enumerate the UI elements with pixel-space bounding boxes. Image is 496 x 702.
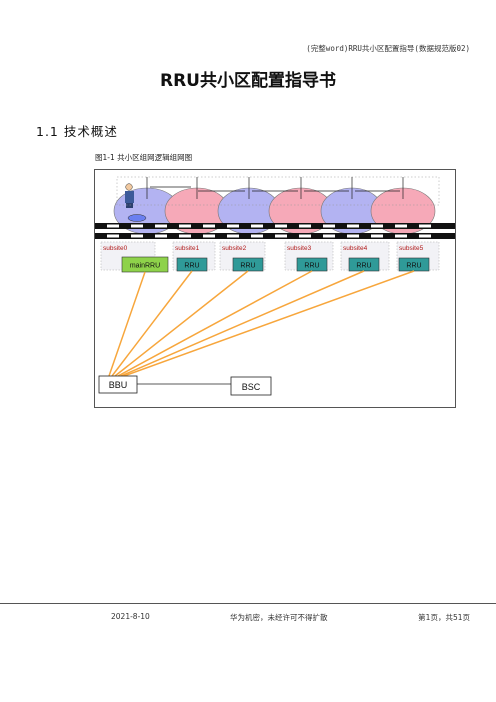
rru-label-5: RRU — [406, 263, 421, 270]
document-title: RRU共小区配置指导书 — [160, 71, 336, 91]
footer-date: 2021-8-10 — [111, 612, 150, 621]
rru-label-4: RRU — [356, 263, 371, 270]
bbu-box — [98, 375, 138, 394]
rru-label-2: RRU — [240, 263, 255, 270]
footer-page-number: 第1页，共51页 — [418, 613, 470, 622]
running-header: (完整word)RRU共小区配置指导(数据规范版02) — [306, 44, 470, 53]
subsite-label-4: subsite4 — [343, 245, 368, 252]
subsite-label-5: subsite5 — [399, 245, 424, 252]
section-heading: 1.1 技术概述 — [36, 124, 118, 139]
rru-label-3: RRU — [304, 263, 319, 270]
cpri-links — [108, 270, 415, 377]
rru-label-1: RRU — [184, 263, 199, 270]
figure-caption: 图1-1 共小区组网逻辑组网图 — [95, 153, 193, 162]
subsite-label-0: subsite0 — [103, 245, 128, 252]
main-rru-label: mainRRU — [130, 263, 160, 270]
footer-rule — [0, 603, 496, 604]
user-icon — [125, 183, 134, 208]
subsite-label-1: subsite1 — [175, 245, 200, 252]
subsite-label-2: subsite2 — [222, 245, 247, 252]
coverage-arrows — [146, 177, 404, 199]
handset-icon — [127, 214, 147, 222]
bsc-label: BSC — [242, 382, 261, 392]
network-diagram: subsite0 subsite1 subsite2 subsite3 subs… — [94, 169, 456, 408]
bbu-label: BBU — [109, 380, 128, 390]
network-diagram-canvas: subsite0 subsite1 subsite2 subsite3 subs… — [95, 176, 455, 396]
footer-confidential: 华为机密，未经许可不得扩散 — [230, 613, 328, 622]
subsite-label-3: subsite3 — [287, 245, 312, 252]
bsc-box — [230, 376, 272, 396]
